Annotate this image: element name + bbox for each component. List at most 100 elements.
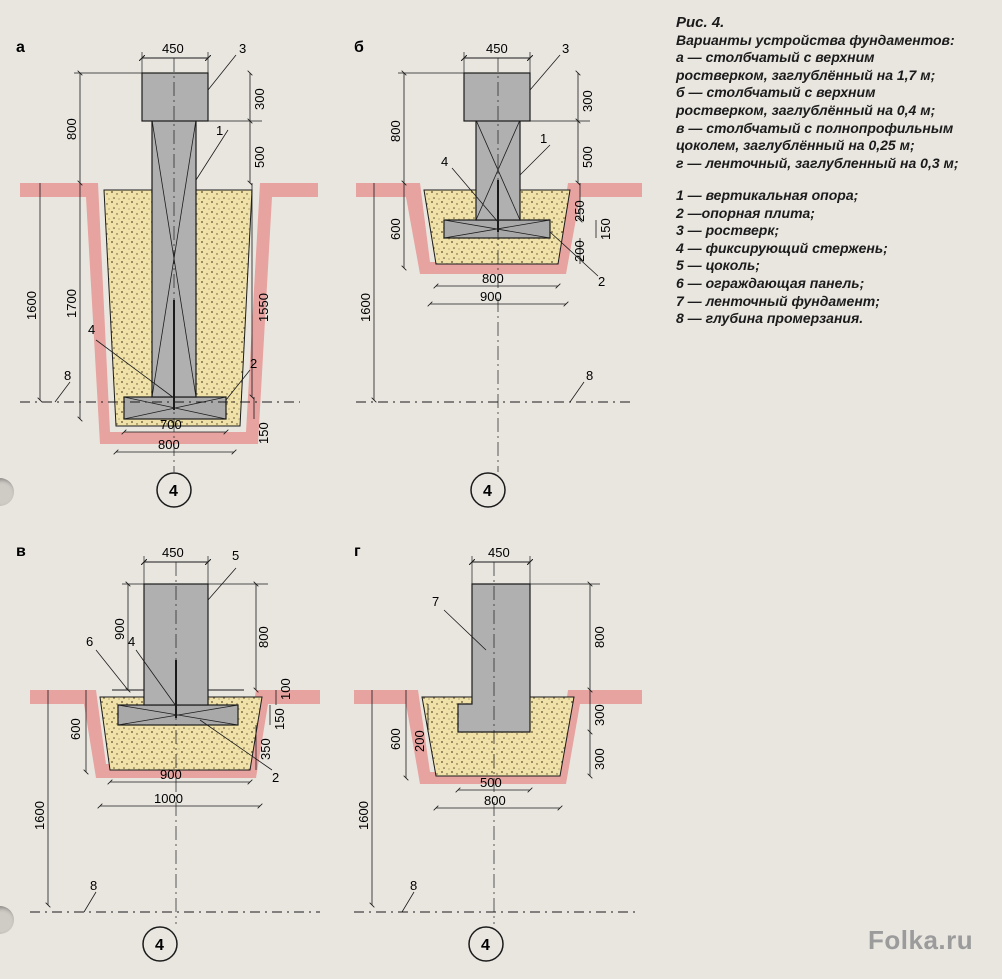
dim-label: 1600	[356, 801, 371, 830]
binder-hole	[0, 478, 14, 506]
caption-line: а — столбчатый с верхним	[676, 49, 875, 66]
axis-label: 4	[483, 483, 492, 500]
dim-label: 450	[162, 545, 184, 560]
callout-number: 8	[64, 368, 71, 383]
dim-label: 800	[256, 626, 271, 648]
dim-label: 200	[412, 730, 427, 752]
panel-letter: а	[16, 39, 25, 56]
grillage	[141, 72, 209, 122]
caption-line: ростверком, заглублённый на 0,4 м;	[676, 101, 936, 118]
axis-marker	[470, 472, 506, 508]
dim-label: 100	[278, 678, 293, 700]
dim-label: 900	[480, 289, 502, 304]
dim-label: 450	[486, 41, 508, 56]
callout-number: 1	[216, 123, 223, 138]
legend-item: 3 — ростверк;	[676, 222, 780, 239]
caption-line: б — столбчатый с верхним	[676, 84, 876, 101]
dim-label: 500	[480, 775, 502, 790]
dim-label: 450	[162, 41, 184, 56]
caption-line: цоколем, заглублённый на 0,25 м;	[676, 137, 915, 154]
soil-layer	[20, 183, 318, 444]
axis-marker	[142, 926, 178, 962]
axis-label: 4	[155, 937, 164, 954]
grillage	[463, 72, 531, 122]
callout-number: 2	[598, 274, 605, 289]
callout-number: 2	[250, 356, 257, 371]
dim-label: 500	[580, 146, 595, 168]
legend-item: 5 — цоколь;	[676, 257, 760, 274]
panel-a: а 450 800 1700 1600 300 500 1550	[16, 39, 318, 508]
dim-label: 600	[388, 218, 403, 240]
axis-label: 4	[481, 937, 490, 954]
dim-label: 1600	[24, 291, 39, 320]
dim-label: 600	[68, 718, 83, 740]
dim-label: 600	[388, 728, 403, 750]
panel-g: г 450 800 300 300 600 200 1600 500 800 7…	[354, 543, 642, 962]
dim-label: 250	[572, 200, 587, 222]
dim-label: 800	[482, 271, 504, 286]
legend: 1 — вертикальная опора; 2 —опорная плита…	[676, 187, 998, 328]
binder-hole	[0, 906, 14, 934]
callout-number: 1	[540, 131, 547, 146]
caption-line: в — столбчатый с полнопрофильным	[676, 119, 954, 136]
panel-letter: г	[354, 543, 361, 560]
dim-label: 150	[598, 218, 613, 240]
figure-caption: Рис. 4. Варианты устройства фундаментов:…	[676, 14, 998, 172]
dim-label: 300	[592, 748, 607, 770]
panel-b: б 450 800 600 1600 300 500 250 150 200 8	[354, 39, 642, 508]
dim-label: 450	[488, 545, 510, 560]
callout-number: 2	[272, 770, 279, 785]
callout-number: 8	[90, 878, 97, 893]
dim-label: 150	[272, 708, 287, 730]
dim-label: 500	[252, 146, 267, 168]
panel-letter: в	[16, 543, 26, 560]
callout-number: 5	[232, 548, 239, 563]
legend-item: 4 — фиксирующий стержень;	[676, 239, 888, 256]
dim-label: 800	[64, 118, 79, 140]
callout-number: 8	[410, 878, 417, 893]
soil-layer	[356, 183, 642, 274]
legend-item: 1 — вертикальная опора;	[676, 187, 859, 203]
dim-label: 800	[388, 120, 403, 142]
dim-label: 200	[572, 240, 587, 262]
dim-label: 800	[484, 793, 506, 808]
dim-label: 800	[158, 437, 180, 452]
panel-letter: б	[354, 39, 364, 56]
dim-label: 300	[580, 90, 595, 112]
figure-number: Рис. 4.	[676, 14, 725, 31]
axis-marker	[468, 926, 504, 962]
callout-number: 3	[562, 41, 569, 56]
dim-label: 800	[592, 626, 607, 648]
dim-label: 1550	[256, 293, 271, 322]
dim-label: 150	[256, 422, 271, 444]
panel-v: в 450 900 600 1600 800 100 150 350 900 1…	[16, 543, 320, 962]
dim-label: 1700	[64, 289, 79, 318]
figure-title: Варианты устройства фундаментов:	[676, 31, 955, 48]
caption-line: г — ленточный, заглубленный на 0,3 м;	[676, 154, 959, 171]
dim-label: 350	[258, 738, 273, 760]
callout-number: 8	[586, 368, 593, 383]
callout-number: 4	[441, 154, 448, 169]
dim-label: 300	[592, 704, 607, 726]
legend-item: 2 —опорная плита;	[676, 204, 815, 221]
axis-marker	[156, 472, 192, 508]
legend-item: 8 — глубина промерзания.	[676, 310, 864, 327]
dim-label: 300	[252, 88, 267, 110]
caption-line: ростверком, заглублённый на 1,7 м;	[676, 66, 936, 83]
legend-item: 6 — ограждающая панель;	[676, 274, 865, 291]
watermark: Folka.ru	[868, 925, 974, 955]
callout-number: 3	[239, 41, 246, 56]
axis-label: 4	[169, 483, 178, 500]
callout-number: 6	[86, 634, 93, 649]
callout-number: 4	[128, 634, 135, 649]
callout-number: 4	[88, 322, 95, 337]
dim-label: 1000	[154, 791, 183, 806]
dim-label: 700	[160, 417, 182, 432]
dim-label: 1600	[32, 801, 47, 830]
dim-label: 1600	[358, 293, 373, 322]
legend-item: 7 — ленточный фундамент;	[676, 292, 880, 309]
callout-number: 7	[432, 594, 439, 609]
dim-label: 900	[160, 767, 182, 782]
dim-label: 900	[112, 618, 127, 640]
